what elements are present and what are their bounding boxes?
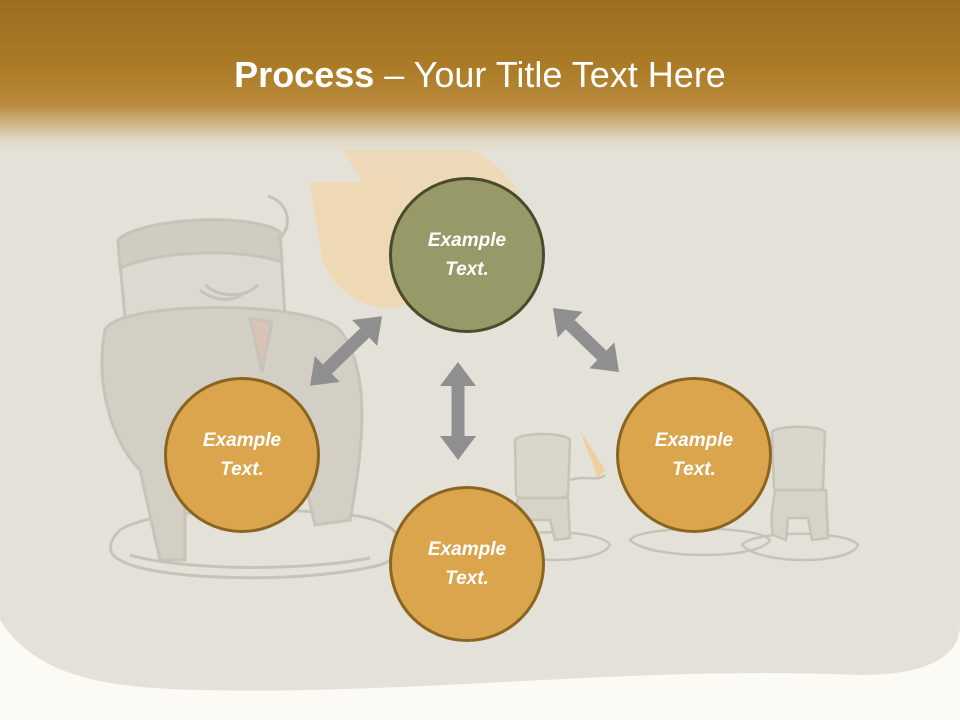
process-node-bottom: Example Text. — [389, 486, 545, 642]
double-arrow-bottom-top — [440, 362, 476, 460]
small-figure-right — [628, 425, 860, 562]
title-rest: – Your Title Text Here — [374, 54, 726, 95]
title-bold: Process — [234, 54, 375, 95]
process-node-top: Example Text. — [389, 177, 545, 333]
process-node-left: Example Text. — [164, 377, 320, 533]
crayon-mark — [580, 430, 605, 478]
slide-title: Process – Your Title Text Here — [0, 50, 960, 100]
process-node-right: Example Text. — [616, 377, 772, 533]
title-bar: Process – Your Title Text Here — [0, 0, 960, 150]
double-arrow-left-top — [310, 316, 382, 386]
double-arrow-top-right — [552, 308, 620, 372]
